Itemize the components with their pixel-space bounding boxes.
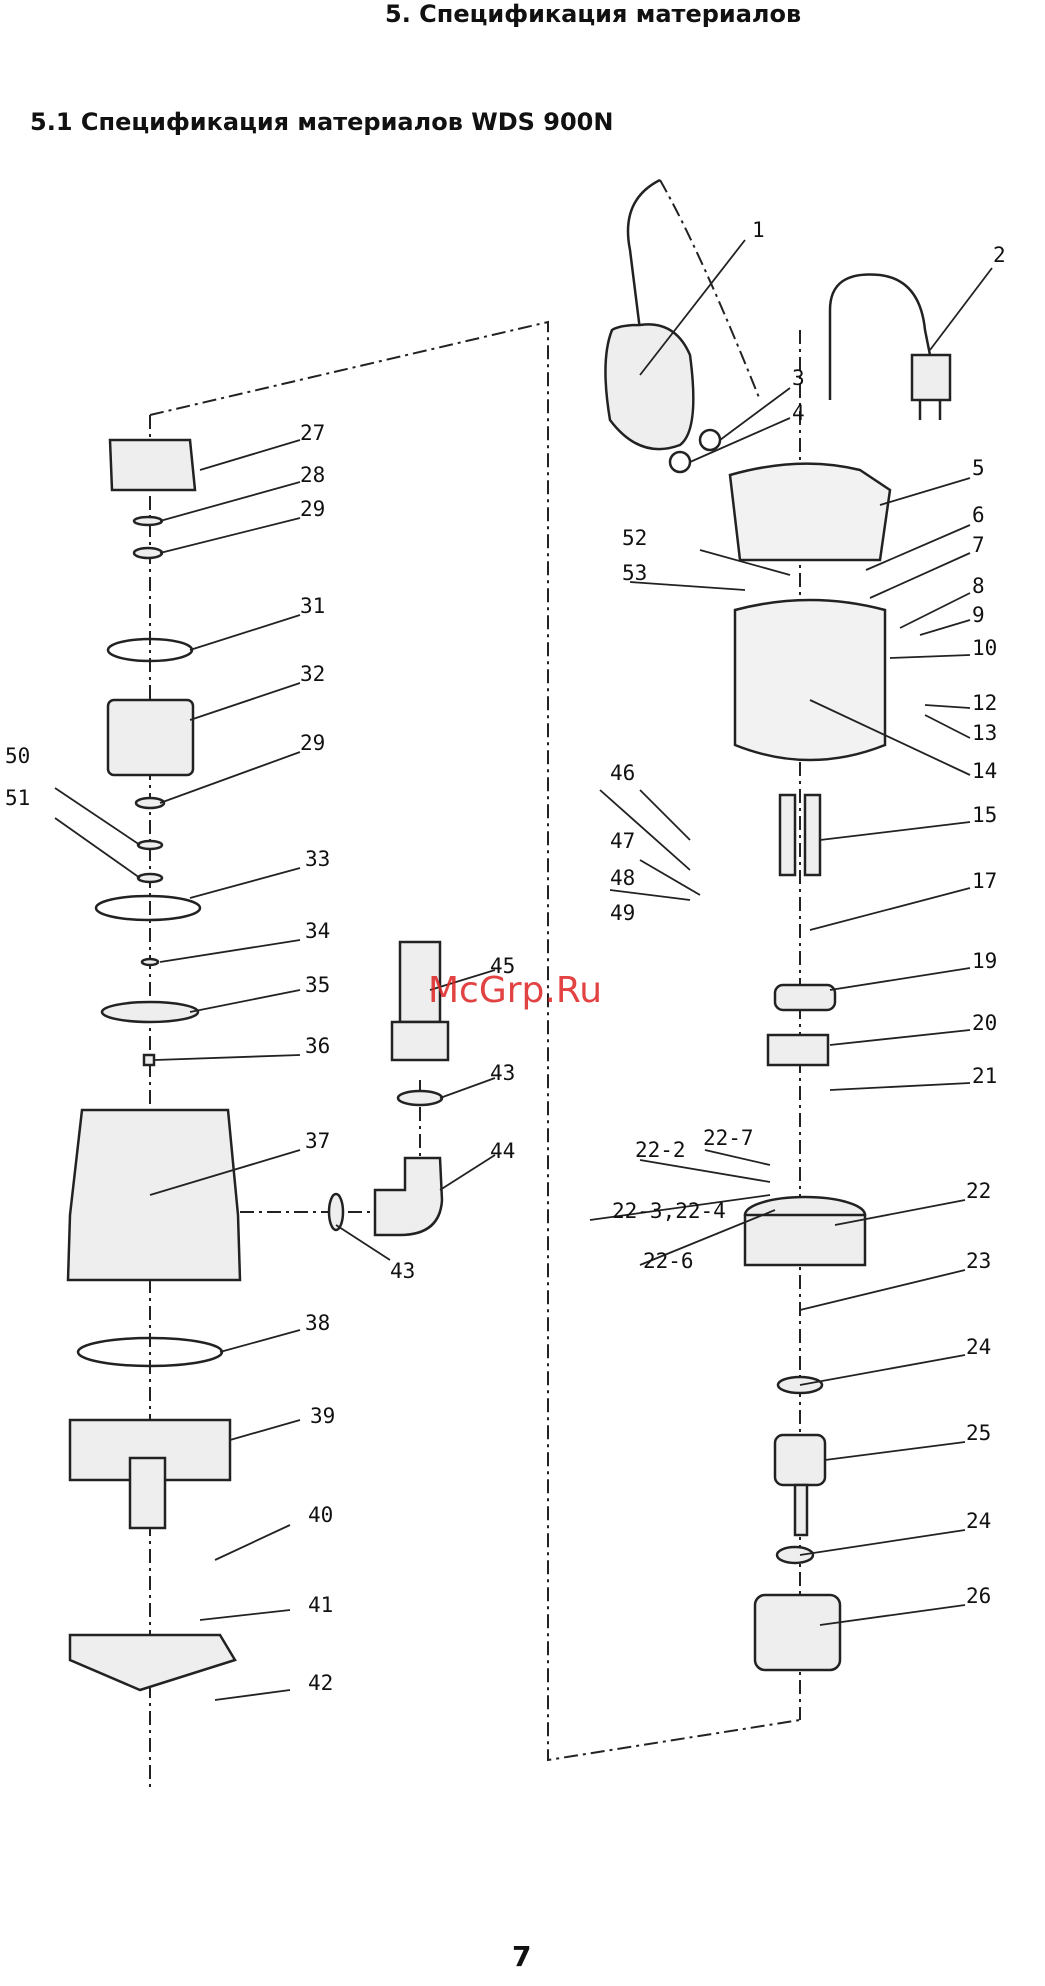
callout-34: 34 (305, 919, 330, 943)
callout-9: 9 (972, 603, 985, 627)
callout-39: 39 (310, 1404, 335, 1428)
callout-38: 38 (305, 1311, 330, 1335)
callout-40: 40 (308, 1503, 333, 1527)
float-switch (605, 180, 720, 472)
callout-24b: 24 (966, 1509, 991, 1533)
callout-44: 44 (490, 1139, 515, 1163)
callout-5: 5 (972, 456, 985, 480)
callout-19: 19 (972, 949, 997, 973)
callout-8: 8 (972, 574, 985, 598)
callout-26: 26 (966, 1584, 991, 1608)
callout-29a: 29 (300, 497, 325, 521)
callout-46: 46 (610, 761, 635, 785)
callout-41: 41 (308, 1593, 333, 1617)
callout-52: 52 (622, 526, 647, 550)
callout-2: 2 (993, 243, 1006, 267)
callout-28: 28 (300, 463, 325, 487)
callout-15: 15 (972, 803, 997, 827)
callout-24a: 24 (966, 1335, 991, 1359)
motor-parts (745, 795, 865, 1670)
callout-27: 27 (300, 421, 325, 445)
callout-53: 53 (622, 561, 647, 585)
callout-22-6: 22-6 (643, 1249, 694, 1273)
watermark: McGrp.Ru (428, 970, 602, 1011)
callout-10: 10 (972, 636, 997, 660)
callout-49: 49 (610, 901, 635, 925)
callout-42: 42 (308, 1671, 333, 1695)
callout-29b: 29 (300, 731, 325, 755)
callout-33: 33 (305, 847, 330, 871)
callout-1: 1 (752, 218, 765, 242)
callout-36: 36 (305, 1034, 330, 1058)
callout-47: 47 (610, 829, 635, 853)
callout-12: 12 (972, 691, 997, 715)
callout-48: 48 (610, 866, 635, 890)
callout-43a: 43 (490, 1061, 515, 1085)
callout-17: 17 (972, 869, 997, 893)
callout-23: 23 (966, 1249, 991, 1273)
callout-22-7: 22-7 (703, 1126, 754, 1150)
callout-7: 7 (972, 533, 985, 557)
callout-22-2: 22-2 (635, 1138, 686, 1162)
callout-43b: 43 (390, 1259, 415, 1283)
callout-3: 3 (792, 366, 805, 390)
page-number: 7 (512, 1940, 531, 1973)
callout-37: 37 (305, 1129, 330, 1153)
callout-22-3: 22-3,22-4 (612, 1199, 726, 1223)
callout-4: 4 (792, 401, 805, 425)
callout-22: 22 (966, 1179, 991, 1203)
callout-25: 25 (966, 1421, 991, 1445)
callout-6: 6 (972, 503, 985, 527)
callout-13: 13 (972, 721, 997, 745)
pump-parts (68, 440, 240, 1690)
callout-21: 21 (972, 1064, 997, 1088)
callout-51: 51 (5, 786, 30, 810)
callout-50: 50 (5, 744, 30, 768)
callout-20: 20 (972, 1011, 997, 1035)
motor-cover (730, 464, 890, 760)
callout-31: 31 (300, 594, 325, 618)
callout-35: 35 (305, 973, 330, 997)
callout-14: 14 (972, 759, 997, 783)
callout-32: 32 (300, 662, 325, 686)
